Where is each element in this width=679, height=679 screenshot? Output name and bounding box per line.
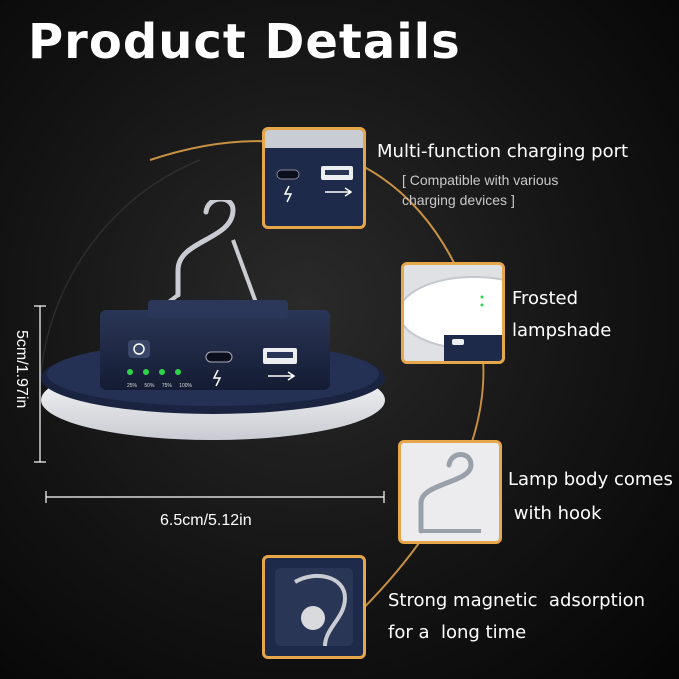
magnet-icon (301, 606, 325, 630)
width-dimension-label: 6.5cm/5.12in (160, 512, 252, 529)
page-title: Product Details (28, 14, 461, 70)
power-icon (128, 340, 150, 358)
battery-level-labels: 25% 50% 75% 100% (127, 383, 193, 389)
lamp-illustration (38, 196, 388, 480)
lampshade-thumbnail (401, 262, 505, 364)
usb-c-port-icon (205, 351, 233, 387)
lampshade-label: Frosted lampshade (512, 288, 612, 341)
magnet-label: Strong magnetic adsorption for a long ti… (388, 590, 646, 643)
hook-icon (156, 196, 260, 312)
usb-a-port-icon (321, 166, 353, 197)
usb-a-port-icon (263, 348, 297, 381)
charging-port-description: [ Compatible with various charging devic… (402, 172, 559, 208)
charging-port-title: Multi-function charging port (377, 141, 629, 162)
height-dimension-label: 5cm/1.97in (13, 330, 30, 409)
hook-thumbnail (398, 440, 502, 544)
usb-c-port-icon (276, 169, 300, 203)
battery-indicator (127, 369, 181, 375)
hook-icon (418, 452, 481, 534)
charging-port-thumbnail (262, 127, 366, 229)
hook-label: Lamp body comes with hook (508, 469, 673, 524)
magnet-thumbnail (262, 555, 366, 659)
